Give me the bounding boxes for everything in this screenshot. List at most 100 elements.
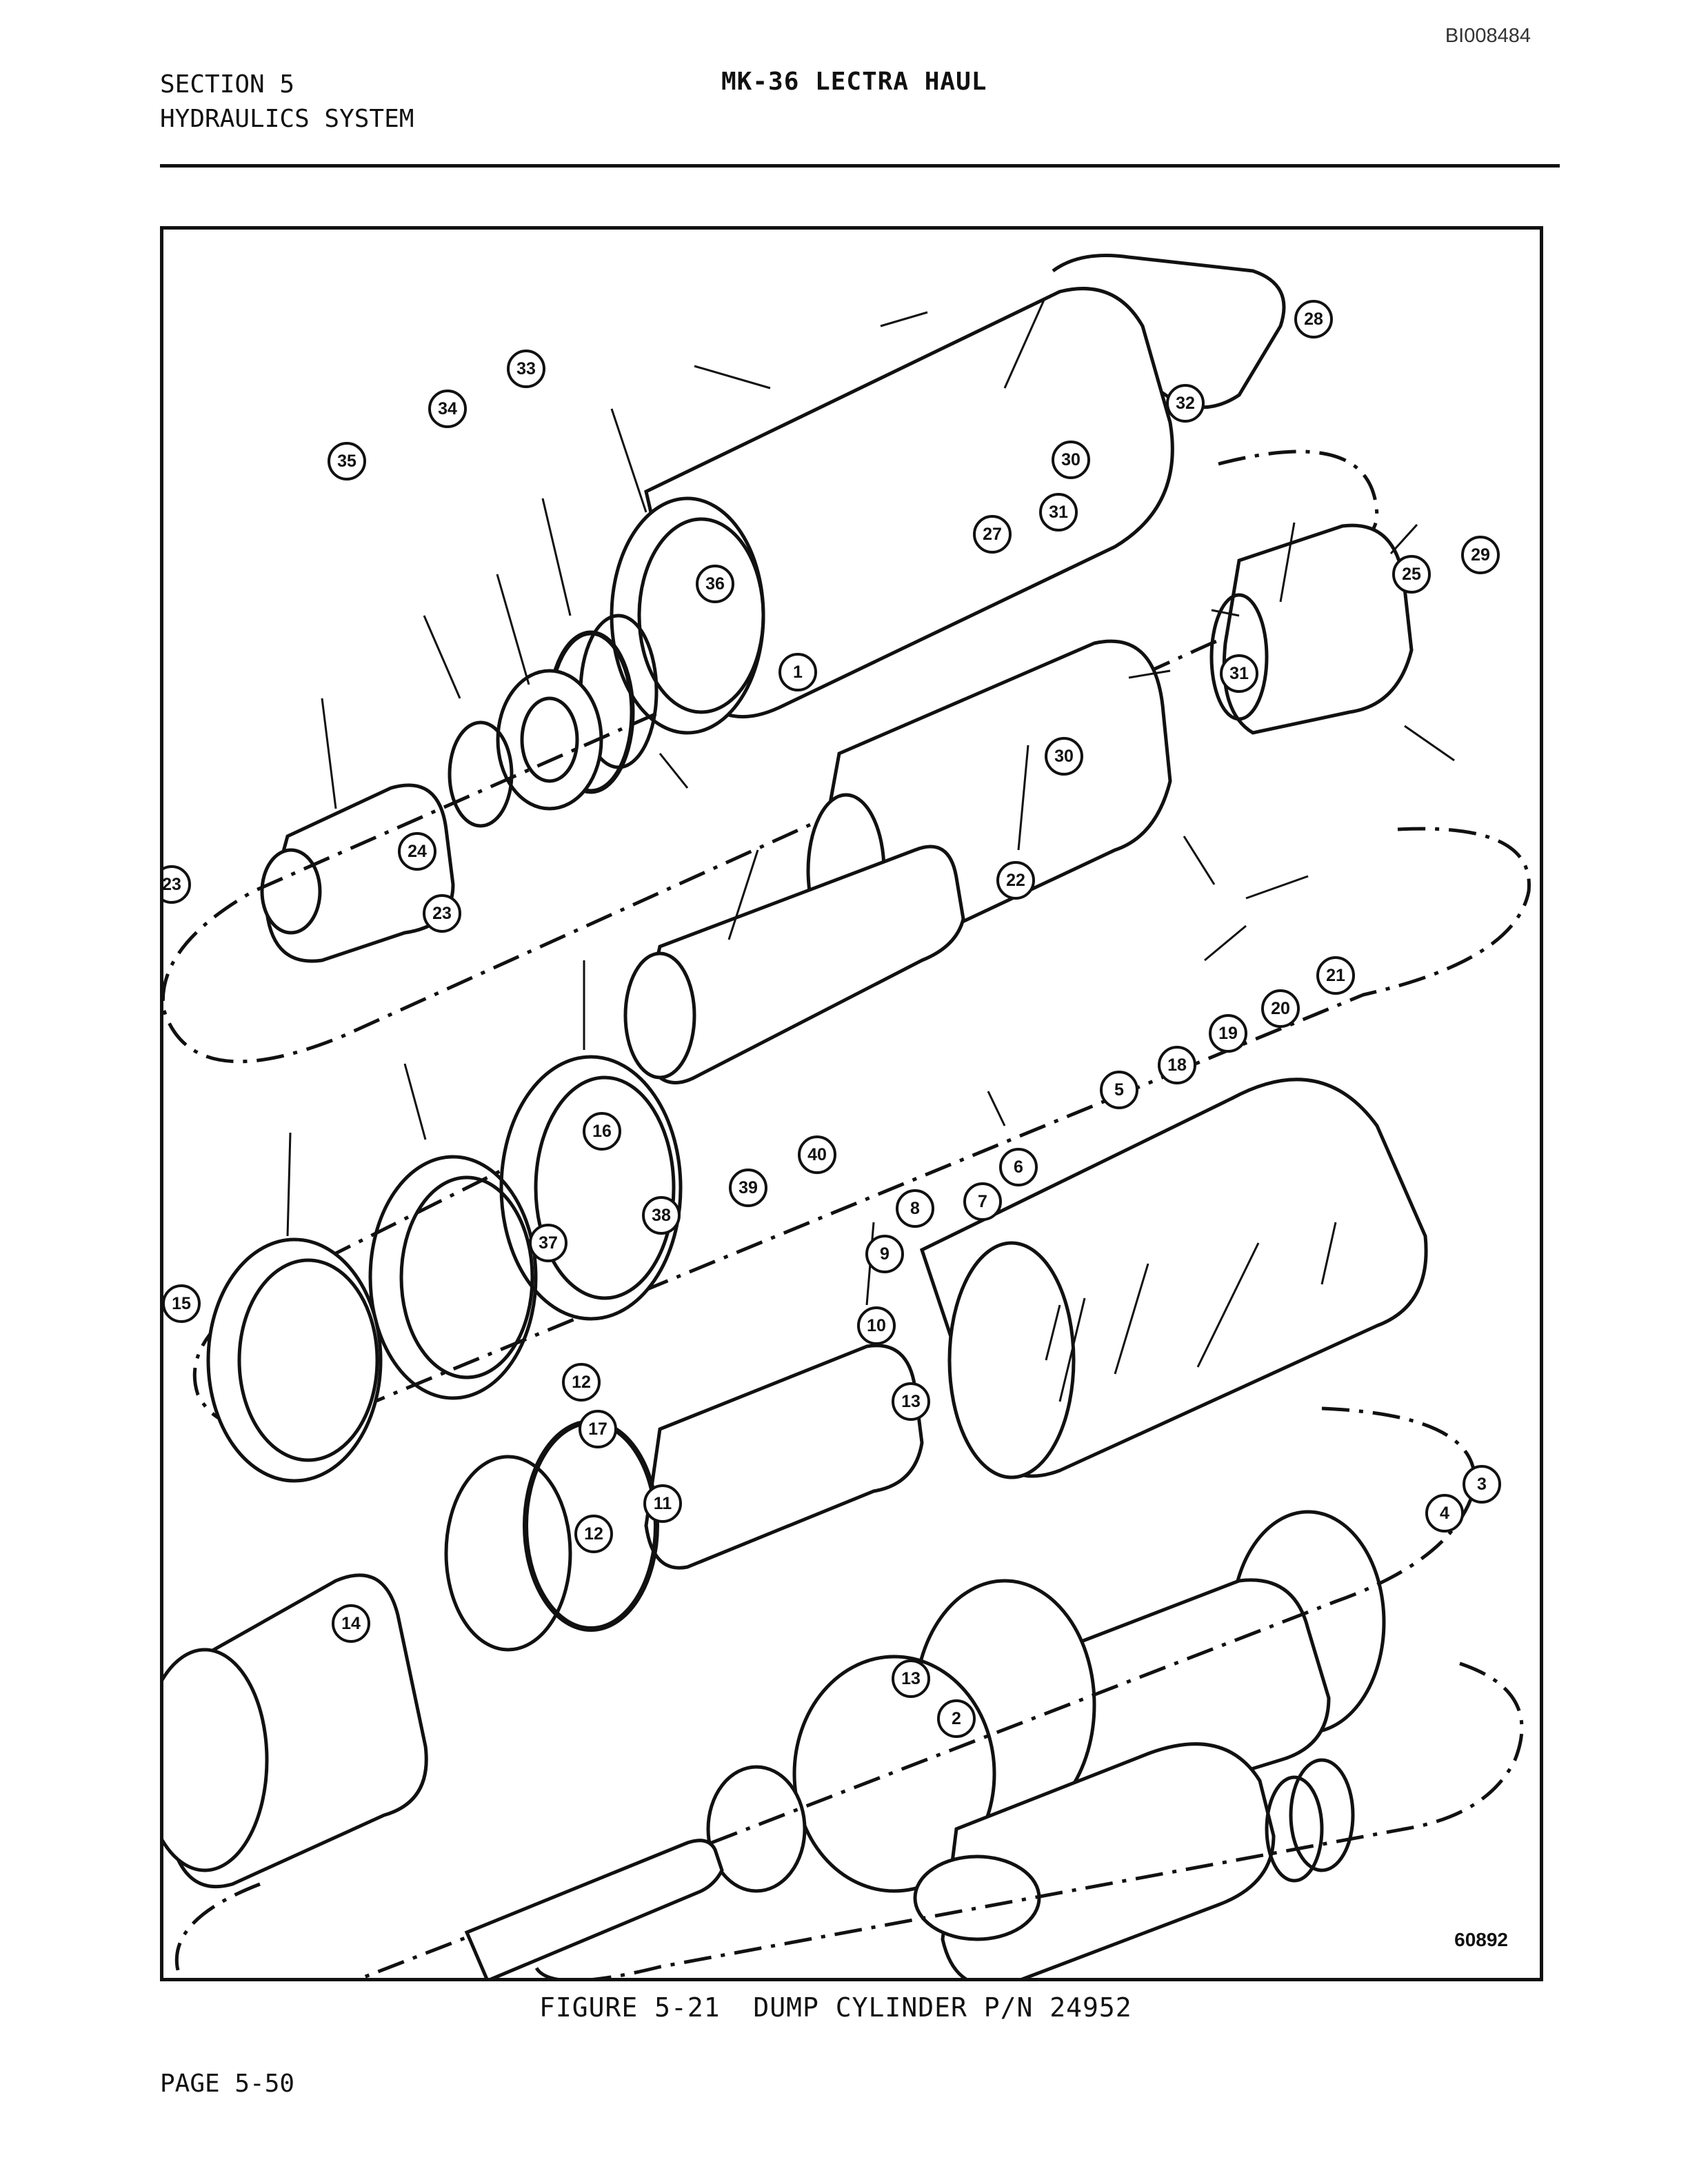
callout-4: 4 <box>1425 1494 1464 1533</box>
callout-number: 11 <box>654 1494 672 1513</box>
callout-40: 40 <box>798 1135 836 1174</box>
callout-12: 12 <box>574 1515 613 1553</box>
callout-number: 1 <box>793 663 803 682</box>
callout-circle <box>428 390 467 428</box>
callout-7: 7 <box>963 1182 1002 1221</box>
callout-number: 2 <box>952 1709 961 1728</box>
callout-circle <box>579 1410 617 1448</box>
callout-2: 2 <box>937 1699 976 1738</box>
callout-number: 29 <box>1471 545 1490 565</box>
callout-number: 13 <box>901 1669 921 1688</box>
callout-12: 12 <box>562 1363 601 1402</box>
oring-3 <box>1289 1758 1355 1872</box>
callout-circle <box>1100 1071 1138 1109</box>
callout-circle <box>1220 654 1258 693</box>
callout-number: 4 <box>1440 1504 1449 1523</box>
callout-number: 12 <box>584 1524 603 1544</box>
callout-number: 18 <box>1167 1055 1187 1075</box>
callout-circle <box>163 1284 201 1323</box>
callout-30: 30 <box>1052 441 1090 479</box>
figure-caption: FIGURE 5-21 DUMP CYLINDER P/N 24952 <box>539 1992 1132 2023</box>
callout-22: 22 <box>996 861 1035 900</box>
callout-circle <box>1463 1465 1501 1504</box>
callout-circle <box>1461 536 1500 574</box>
callout-circle <box>1392 555 1431 594</box>
callout-number: 9 <box>880 1244 890 1264</box>
callout-circle <box>398 832 436 871</box>
callout-circle <box>1425 1494 1464 1533</box>
callout-number: 13 <box>901 1392 921 1411</box>
callout-circle <box>642 1196 681 1235</box>
callout-18: 18 <box>1158 1046 1196 1084</box>
callout-number: 14 <box>341 1614 361 1633</box>
callout-circle <box>328 442 366 481</box>
callout-number: 31 <box>1049 503 1068 522</box>
exploded-view-drawing: 1234567891011121213131415161718192021222… <box>163 254 1531 1978</box>
callout-29: 29 <box>1461 536 1500 574</box>
callout-6: 6 <box>999 1148 1038 1186</box>
callout-8: 8 <box>896 1189 934 1228</box>
callout-number: 17 <box>588 1419 607 1439</box>
subsection-label: HYDRAULICS SYSTEM <box>160 105 414 133</box>
callout-number: 27 <box>983 525 1002 544</box>
callout-35: 35 <box>328 442 366 481</box>
callout-circle <box>583 1112 621 1151</box>
pin-11 <box>464 1839 724 1978</box>
callout-number: 35 <box>337 452 356 471</box>
callout-circle <box>1294 300 1333 338</box>
manual-title: MK-36 LECTRA HAUL <box>721 68 987 96</box>
washer-34 <box>448 720 514 828</box>
callout-number: 12 <box>572 1373 591 1392</box>
callout-13: 13 <box>892 1382 930 1421</box>
callout-28: 28 <box>1294 300 1333 338</box>
document-id: BI008484 <box>1445 25 1531 47</box>
callout-circle <box>857 1306 896 1345</box>
callout-37: 37 <box>529 1224 567 1262</box>
callout-23: 23 <box>163 865 191 904</box>
callout-20: 20 <box>1261 989 1300 1028</box>
callout-circle <box>529 1224 567 1262</box>
callout-number: 3 <box>1477 1475 1487 1494</box>
header-rule <box>160 164 1560 168</box>
callout-circle <box>865 1235 904 1273</box>
callout-circle <box>999 1148 1038 1186</box>
callout-31: 31 <box>1220 654 1258 693</box>
bushing-10 <box>706 1765 807 1893</box>
callout-circle <box>163 865 191 904</box>
callout-number: 40 <box>807 1145 827 1164</box>
callout-number: 30 <box>1054 747 1074 766</box>
callout-number: 22 <box>1006 871 1025 890</box>
callout-number: 25 <box>1402 565 1421 584</box>
leader-lines <box>286 298 1455 1402</box>
callout-circle <box>973 515 1012 554</box>
callout-circle <box>332 1604 370 1643</box>
callout-circle <box>896 1189 934 1228</box>
callout-31: 31 <box>1039 493 1078 532</box>
callout-32: 32 <box>1166 384 1205 423</box>
callout-number: 21 <box>1326 966 1345 985</box>
callout-number: 20 <box>1271 999 1290 1018</box>
callout-17: 17 <box>579 1410 617 1448</box>
oring-4 <box>1265 1775 1324 1883</box>
callout-number: 30 <box>1061 450 1081 469</box>
ring-17 <box>444 1455 572 1652</box>
callout-circle <box>963 1182 1002 1221</box>
callout-circle <box>729 1169 767 1207</box>
callout-circle <box>574 1515 613 1553</box>
callout-circle <box>696 565 734 603</box>
callout-circle <box>1045 737 1083 776</box>
callout-circle <box>996 861 1035 900</box>
callout-3: 3 <box>1463 1465 1501 1504</box>
callout-38: 38 <box>642 1196 681 1235</box>
callout-number: 23 <box>163 875 181 894</box>
callout-number: 8 <box>910 1199 920 1218</box>
callout-circle <box>1316 956 1355 995</box>
callout-number: 5 <box>1114 1080 1124 1100</box>
callout-36: 36 <box>696 565 734 603</box>
ring-23b <box>206 1237 383 1483</box>
callout-circle <box>507 350 545 388</box>
callout-number: 15 <box>172 1294 191 1313</box>
callout-circle <box>1261 989 1300 1028</box>
ring-24 <box>368 1155 538 1400</box>
callout-number: 24 <box>408 842 427 861</box>
